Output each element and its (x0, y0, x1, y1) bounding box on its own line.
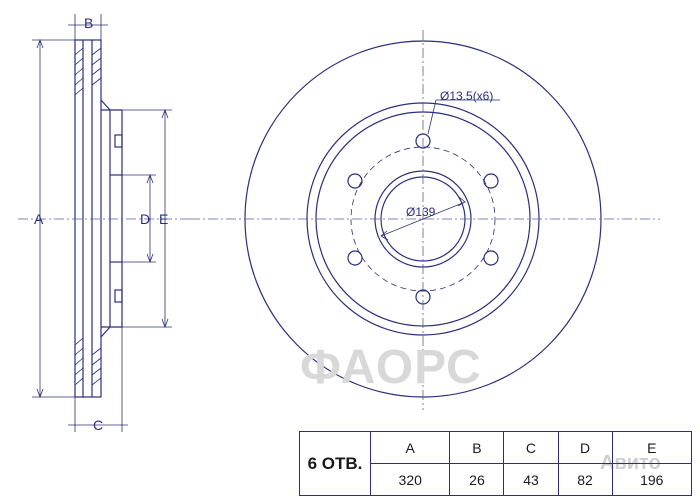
header-b: B (449, 431, 505, 464)
table-header-row: 6 ОТВ. A B C D E (299, 431, 693, 496)
value-e: 196 (611, 463, 693, 496)
front-leaders (380, 99, 500, 241)
header-e: E (611, 431, 693, 464)
watermark-text: ФАОРС (300, 341, 482, 394)
table-value-row: 320 26 43 82 196 (300, 463, 693, 496)
value-d: 82 (557, 463, 613, 496)
hat-outline (100, 99, 111, 338)
outer-plate-right (91, 39, 102, 398)
label-d: D (140, 211, 151, 227)
spec-table: 6 ОТВ. A B C D E 320 26 43 82 196 (299, 431, 693, 496)
bolt-hole-leader (427, 99, 500, 135)
hub-stud-top (114, 134, 123, 148)
front-centerlines (190, 30, 660, 410)
bolt-hole (483, 173, 499, 189)
value-c: 43 (503, 463, 559, 496)
bolt-hole (483, 250, 499, 266)
hub-stud-bottom (114, 289, 123, 303)
label-c: C (93, 417, 104, 433)
pcd-leader (380, 201, 466, 237)
header-c: C (503, 431, 559, 464)
pcd-label: Ø139 (406, 205, 436, 219)
hub-outline (101, 109, 123, 328)
bolt-hole-label: Ø13.5(x6) (440, 89, 494, 103)
holes-count-cell: 6 ОТВ. (299, 431, 371, 496)
label-e: E (159, 211, 169, 227)
value-b: 26 (449, 463, 505, 496)
label-b: B (84, 15, 94, 31)
outer-plate-left (74, 39, 84, 398)
header-d: D (557, 431, 613, 464)
header-a: A (369, 431, 451, 464)
side-view (74, 39, 123, 398)
label-a: A (34, 211, 44, 227)
vent-hatching (74, 47, 102, 386)
value-a: 320 (369, 463, 451, 496)
side-dimensions (32, 14, 172, 432)
bolt-hole (347, 173, 363, 189)
bolt-hole (347, 250, 363, 266)
